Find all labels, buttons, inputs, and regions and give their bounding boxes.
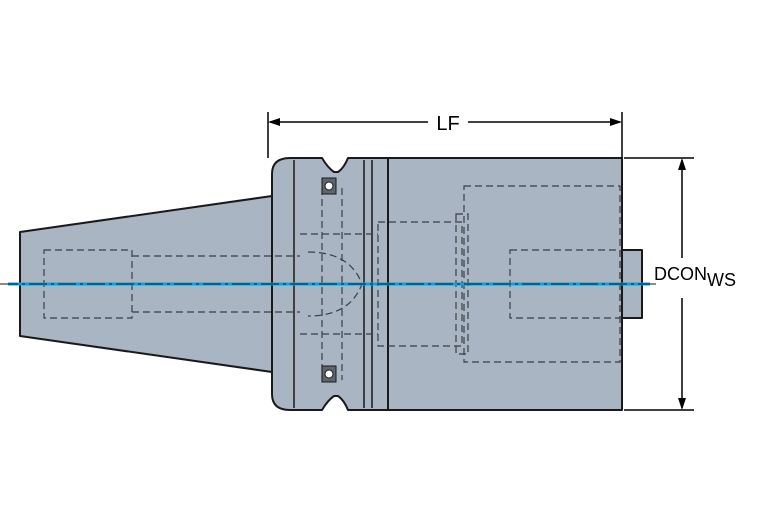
top-key-screw (324, 181, 334, 191)
dcon-arrow-bottom (678, 398, 686, 410)
lf-arrow-left (268, 118, 280, 126)
dcon-label: DCONWS (654, 264, 736, 290)
lf-dimension (267, 112, 623, 158)
dcon-label-main: DCON (654, 264, 707, 284)
holder-body (19, 157, 643, 411)
dcon-dimension (624, 157, 694, 411)
flange-keys (321, 177, 337, 383)
dcon-label-sub: WS (707, 270, 736, 290)
bottom-key-screw (324, 369, 334, 379)
lf-arrow-right (610, 118, 622, 126)
dcon-arrow-top (678, 158, 686, 170)
lf-label: LF (436, 113, 459, 135)
